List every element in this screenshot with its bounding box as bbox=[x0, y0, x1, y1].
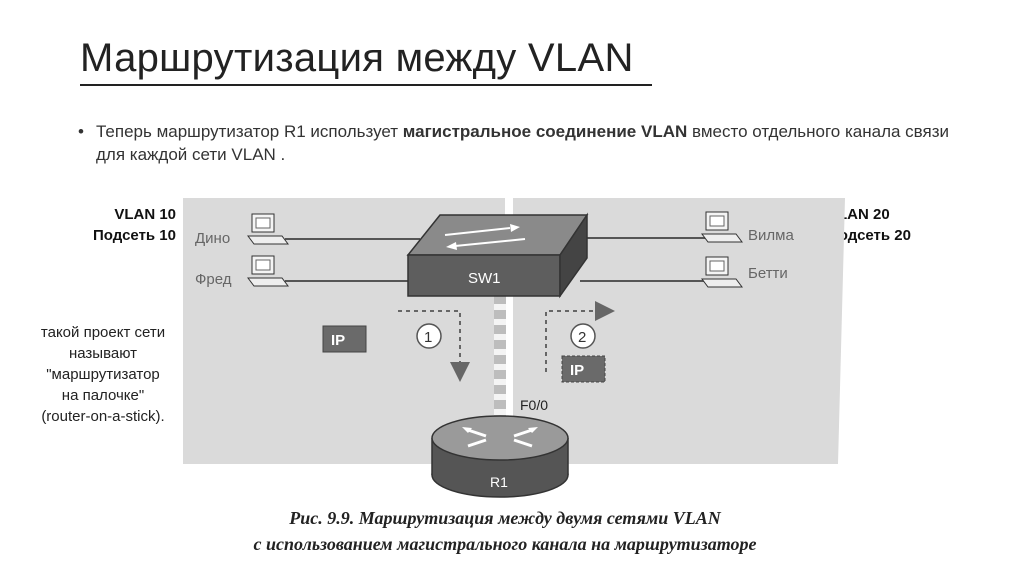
title-underline bbox=[80, 84, 652, 86]
bullet-point: • Теперь маршрутизатор R1 использует маг… bbox=[78, 120, 978, 166]
pc-vilma-icon bbox=[701, 211, 743, 243]
port-label: F0/0 bbox=[520, 397, 548, 413]
slide-title: Маршрутизация между VLAN bbox=[80, 36, 634, 80]
step-2-circle bbox=[570, 323, 596, 349]
pc-betti-icon bbox=[701, 256, 743, 288]
bullet-text: Теперь маршрутизатор R1 использует магис… bbox=[96, 120, 978, 166]
side-note-line: называют bbox=[68, 345, 138, 362]
bullet-text-part2: вместо отдельного канала связи для каждо… bbox=[96, 122, 950, 164]
ip-packet-2-icon bbox=[561, 355, 606, 383]
left-vlan-label: VLAN 10 Подсеть 10 bbox=[93, 204, 176, 246]
left-subnet-name: Подсеть 10 bbox=[93, 227, 176, 244]
vlan20-panel bbox=[513, 198, 845, 464]
side-note-line: "маршрутизатор bbox=[46, 366, 160, 383]
side-note-line: такой проект сети bbox=[40, 324, 166, 341]
pc-fred-icon bbox=[247, 255, 289, 287]
bullet-text-bold: магистральное соединение VLAN bbox=[402, 122, 688, 141]
side-note-line: на палочке" bbox=[61, 387, 145, 404]
host-betti-label: Бетти bbox=[748, 265, 788, 282]
router-label: R1 bbox=[490, 474, 508, 490]
side-note: такой проект сети называют "маршрутизато… bbox=[18, 322, 188, 427]
switch-sw1-icon bbox=[406, 212, 589, 299]
bullet-text-part1: Теперь маршрутизатор R1 использует bbox=[96, 122, 403, 141]
figure-caption-line1: Рис. 9.9. Маршрутизация между двумя сетя… bbox=[289, 508, 721, 528]
left-vlan-name: VLAN 10 bbox=[114, 206, 176, 223]
right-subnet-name: Подсеть 20 bbox=[828, 227, 911, 244]
step-2-label: 2 bbox=[578, 329, 586, 346]
pc-dino-icon bbox=[247, 213, 289, 245]
ip-packet-1-label: IP bbox=[331, 332, 345, 349]
step-1-label: 1 bbox=[424, 329, 432, 346]
side-note-line: (router-on-a-stick). bbox=[41, 408, 165, 425]
host-fred-label: Фред bbox=[195, 271, 232, 288]
ip-packet-2-label: IP bbox=[570, 362, 584, 379]
switch-label: SW1 bbox=[468, 270, 501, 287]
host-dino-label: Дино bbox=[195, 230, 230, 247]
bullet-marker: • bbox=[78, 122, 84, 141]
ip-packet-1-icon bbox=[322, 325, 367, 353]
host-vilma-label: Вилма bbox=[748, 227, 794, 244]
router-r1-icon bbox=[431, 415, 569, 498]
step-1-circle bbox=[416, 323, 442, 349]
figure-caption-line2: с использованием магистрального канала н… bbox=[253, 534, 757, 554]
